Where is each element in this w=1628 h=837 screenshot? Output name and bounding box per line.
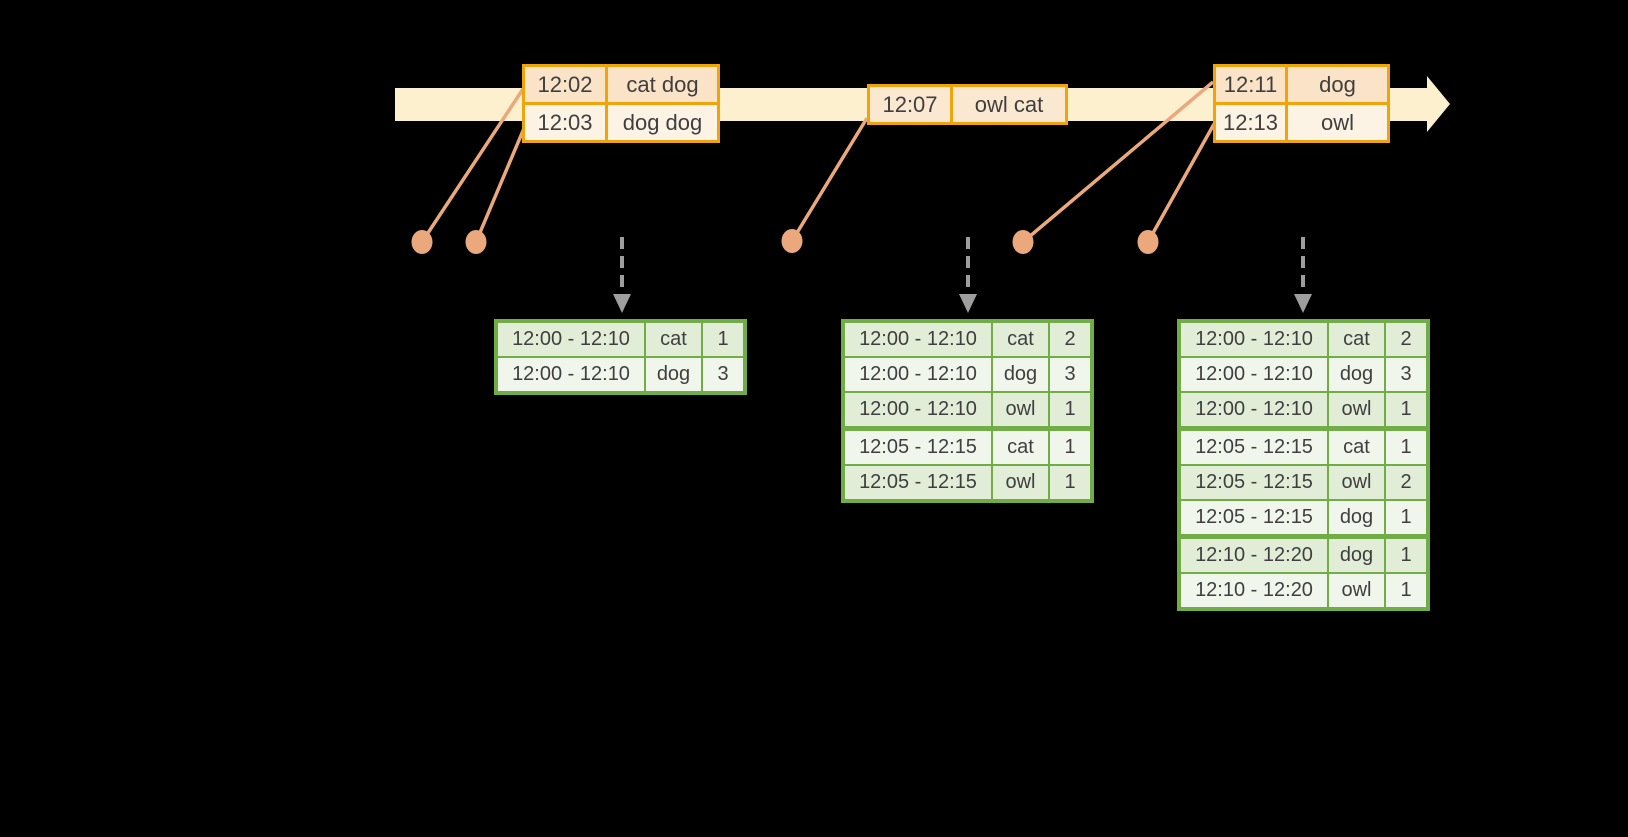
connector-line	[420, 88, 525, 243]
count-cell: 1	[1048, 391, 1093, 430]
count-cell: 2	[1384, 464, 1429, 501]
window-cell: 12:00 - 12:10	[842, 356, 993, 393]
connector-line	[1021, 80, 1215, 244]
connector-line	[1146, 123, 1216, 243]
word-cell: owl	[1327, 391, 1386, 430]
count-cell: 2	[1384, 320, 1429, 358]
count-cell: 2	[1048, 320, 1093, 358]
trigger-arrowhead-icon	[959, 294, 977, 313]
count-cell: 1	[1384, 391, 1429, 430]
event-time: 12:13	[1213, 102, 1288, 143]
event-words: cat dog	[605, 64, 720, 105]
window-cell: 12:00 - 12:10	[1178, 391, 1329, 430]
count-cell: 3	[1048, 356, 1093, 393]
count-cell: 1	[1384, 572, 1429, 610]
event-words: owl cat	[950, 84, 1068, 125]
window-cell: 12:00 - 12:10	[495, 320, 646, 358]
window-cell: 12:00 - 12:10	[842, 391, 993, 430]
word-cell: dog	[1327, 499, 1386, 538]
count-cell: 1	[1384, 426, 1429, 466]
count-cell: 3	[1384, 356, 1429, 393]
window-cell: 12:10 - 12:20	[1178, 572, 1329, 610]
count-cell: 1	[701, 320, 746, 358]
connector-line	[474, 125, 527, 243]
count-cell: 1	[1384, 499, 1429, 538]
window-cell: 12:05 - 12:15	[1178, 426, 1329, 466]
word-cell: owl	[991, 464, 1050, 502]
word-cell: dog	[644, 356, 703, 394]
count-cell: 1	[1048, 464, 1093, 502]
timeline-arrowhead-icon	[1427, 76, 1450, 132]
count-cell: 3	[701, 356, 746, 394]
window-cell: 12:00 - 12:10	[1178, 320, 1329, 358]
window-cell: 12:00 - 12:10	[1178, 356, 1329, 393]
word-cell: owl	[991, 391, 1050, 430]
event-dot	[411, 230, 433, 254]
word-cell: cat	[991, 426, 1050, 466]
word-cell: cat	[644, 320, 703, 358]
connector-line	[790, 117, 869, 242]
window-cell: 12:05 - 12:15	[1178, 464, 1329, 501]
window-cell: 12:00 - 12:10	[495, 356, 646, 394]
count-cell: 1	[1048, 426, 1093, 466]
word-cell: dog	[1327, 356, 1386, 393]
event-words: owl	[1285, 102, 1390, 143]
event-dot	[781, 229, 803, 253]
event-time: 12:07	[867, 84, 953, 125]
event-time: 12:11	[1213, 64, 1288, 105]
event-time: 12:03	[522, 102, 608, 143]
count-cell: 1	[1384, 534, 1429, 574]
word-cell: cat	[991, 320, 1050, 358]
word-cell: owl	[1327, 572, 1386, 610]
event-dot	[465, 230, 487, 254]
window-cell: 12:00 - 12:10	[842, 320, 993, 358]
window-cell: 12:05 - 12:15	[842, 426, 993, 466]
word-cell: cat	[1327, 320, 1386, 358]
trigger-arrowhead-icon	[613, 294, 631, 313]
event-words: dog dog	[605, 102, 720, 143]
window-cell: 12:05 - 12:15	[842, 464, 993, 502]
window-cell: 12:10 - 12:20	[1178, 534, 1329, 574]
event-time: 12:02	[522, 64, 608, 105]
trigger-arrowhead-icon	[1294, 294, 1312, 313]
event-dot	[1012, 230, 1034, 254]
event-words: dog	[1285, 64, 1390, 105]
word-cell: owl	[1327, 464, 1386, 501]
word-cell: dog	[1327, 534, 1386, 574]
event-dot	[1137, 230, 1159, 254]
word-cell: dog	[991, 356, 1050, 393]
word-cell: cat	[1327, 426, 1386, 466]
window-cell: 12:05 - 12:15	[1178, 499, 1329, 538]
